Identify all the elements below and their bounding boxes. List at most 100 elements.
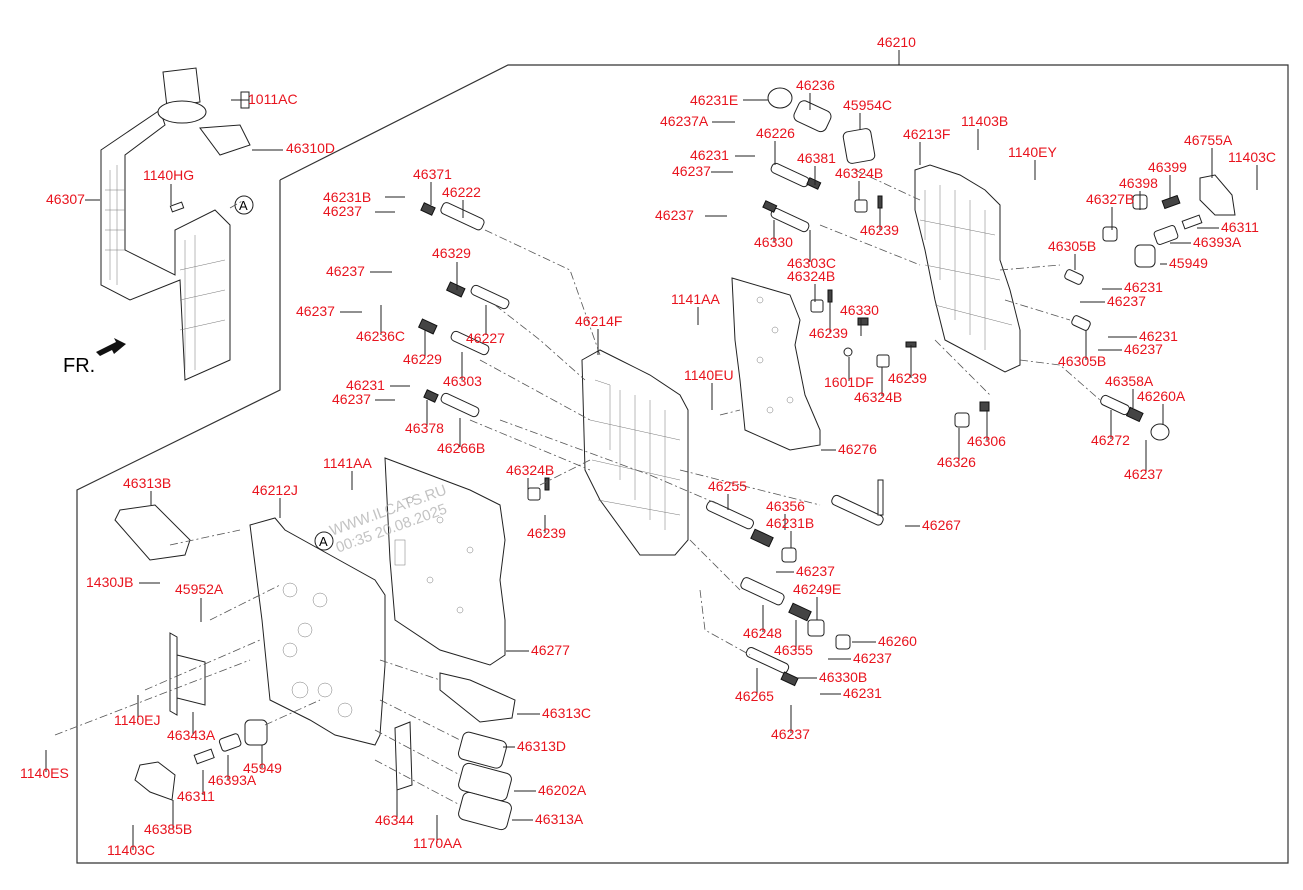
part-label-45954c[interactable]: 45954C xyxy=(843,97,892,113)
part-label-1170aa[interactable]: 1170AA xyxy=(413,835,462,851)
part-label-46313a[interactable]: 46313A xyxy=(535,811,584,827)
part-label-46310d[interactable]: 46310D xyxy=(286,140,335,156)
part-label-11403b[interactable]: 11403B xyxy=(961,113,1008,129)
part-label-46324b[interactable]: 46324B xyxy=(787,268,835,284)
part-label-46330[interactable]: 46330 xyxy=(754,234,793,250)
part-label-46231b[interactable]: 46231B xyxy=(766,515,814,531)
part-label-46239[interactable]: 46239 xyxy=(888,370,927,386)
part-label-46313d[interactable]: 46313D xyxy=(517,738,566,754)
part-label-46229[interactable]: 46229 xyxy=(403,351,442,367)
part-label-46222[interactable]: 46222 xyxy=(442,184,481,200)
part-label-11403c[interactable]: 11403C xyxy=(107,842,155,858)
part-label-46237[interactable]: 46237 xyxy=(323,203,362,219)
part-label-46267[interactable]: 46267 xyxy=(922,517,961,533)
part-label-46237[interactable]: 46237 xyxy=(1107,293,1146,309)
part-label-46393a[interactable]: 46393A xyxy=(208,772,257,788)
part-label-46330[interactable]: 46330 xyxy=(840,302,879,318)
part-label-46231[interactable]: 46231 xyxy=(346,377,385,393)
part-label-46266b[interactable]: 46266B xyxy=(437,440,485,456)
part-label-46260a[interactable]: 46260A xyxy=(1137,388,1186,404)
part-label-46260[interactable]: 46260 xyxy=(878,633,917,649)
part-label-46755a[interactable]: 46755A xyxy=(1184,132,1233,148)
part-label-46307[interactable]: 46307 xyxy=(46,191,85,207)
part-label-46313b[interactable]: 46313B xyxy=(123,475,171,491)
part-label-46239[interactable]: 46239 xyxy=(860,222,899,238)
part-label-1141aa[interactable]: 1141AA xyxy=(323,455,372,471)
part-label-46381[interactable]: 46381 xyxy=(797,150,836,166)
part-label-46276[interactable]: 46276 xyxy=(838,441,877,457)
part-label-46202a[interactable]: 46202A xyxy=(538,782,587,798)
part-label-1140hg[interactable]: 1140HG xyxy=(143,167,194,183)
part-label-46272[interactable]: 46272 xyxy=(1091,432,1130,448)
part-label-46231[interactable]: 46231 xyxy=(843,685,882,701)
part-label-46248[interactable]: 46248 xyxy=(743,625,782,641)
part-label-46236c[interactable]: 46236C xyxy=(356,328,405,344)
part-label-46385b[interactable]: 46385B xyxy=(144,821,192,837)
part-label-46226[interactable]: 46226 xyxy=(756,125,795,141)
part-label-46231[interactable]: 46231 xyxy=(1139,328,1178,344)
part-label-46313c[interactable]: 46313C xyxy=(542,705,591,721)
part-label-46227[interactable]: 46227 xyxy=(466,330,505,346)
part-label-1140ey[interactable]: 1140EY xyxy=(1008,144,1057,160)
part-label-45949[interactable]: 45949 xyxy=(243,760,282,776)
part-label-46324b[interactable]: 46324B xyxy=(854,389,902,405)
part-label-46327b[interactable]: 46327B xyxy=(1086,191,1134,207)
part-label-46236[interactable]: 46236 xyxy=(796,77,835,93)
part-label-46326[interactable]: 46326 xyxy=(937,454,976,470)
part-label-11403c[interactable]: 11403C xyxy=(1228,149,1276,165)
part-label-46237[interactable]: 46237 xyxy=(796,563,835,579)
part-label-46231[interactable]: 46231 xyxy=(1124,279,1163,295)
part-label-46344[interactable]: 46344 xyxy=(375,812,414,828)
part-label-46277[interactable]: 46277 xyxy=(531,642,570,658)
part-label-46237[interactable]: 46237 xyxy=(672,163,711,179)
part-label-46237[interactable]: 46237 xyxy=(332,391,371,407)
part-label-45949[interactable]: 45949 xyxy=(1169,255,1208,271)
part-label-46255[interactable]: 46255 xyxy=(708,478,747,494)
part-label-46303c[interactable]: 46303C xyxy=(787,255,836,271)
part-label-46378[interactable]: 46378 xyxy=(405,420,444,436)
part-label-46358a[interactable]: 46358A xyxy=(1105,373,1154,389)
part-label-46231e[interactable]: 46231E xyxy=(690,92,738,108)
part-label-46237a[interactable]: 46237A xyxy=(660,113,709,129)
part-label-46212j[interactable]: 46212J xyxy=(252,482,298,498)
part-label-46231[interactable]: 46231 xyxy=(690,147,729,163)
part-label-46249e[interactable]: 46249E xyxy=(793,581,841,597)
part-label-46356[interactable]: 46356 xyxy=(766,498,805,514)
part-label-46214f[interactable]: 46214F xyxy=(575,313,622,329)
part-label-46239[interactable]: 46239 xyxy=(809,325,848,341)
part-label-46239[interactable]: 46239 xyxy=(527,525,566,541)
part-label-1601df[interactable]: 1601DF xyxy=(824,374,874,390)
part-label-46306[interactable]: 46306 xyxy=(967,433,1006,449)
part-label-46311[interactable]: 46311 xyxy=(177,788,215,804)
part-label-1140ej[interactable]: 1140EJ xyxy=(114,712,160,728)
part-label-46265[interactable]: 46265 xyxy=(735,688,774,704)
part-label-1140es[interactable]: 1140ES xyxy=(20,765,69,781)
part-label-1430jb[interactable]: 1430JB xyxy=(86,574,133,590)
part-label-46355[interactable]: 46355 xyxy=(774,642,813,658)
part-label-1011ac[interactable]: 1011AC xyxy=(248,91,298,107)
part-label-46343a[interactable]: 46343A xyxy=(167,727,216,743)
part-label-46324b[interactable]: 46324B xyxy=(835,165,883,181)
part-label-1141aa[interactable]: 1141AA xyxy=(671,291,720,307)
part-label-46305b[interactable]: 46305B xyxy=(1058,353,1106,369)
part-label-1140eu[interactable]: 1140EU xyxy=(684,367,734,383)
part-label-46329[interactable]: 46329 xyxy=(432,245,471,261)
part-label-46305b[interactable]: 46305B xyxy=(1048,238,1096,254)
part-label-46330b[interactable]: 46330B xyxy=(819,669,867,685)
part-label-46324b[interactable]: 46324B xyxy=(506,462,554,478)
part-label-46237[interactable]: 46237 xyxy=(771,726,810,742)
part-label-46237[interactable]: 46237 xyxy=(296,303,335,319)
part-label-46237[interactable]: 46237 xyxy=(1124,466,1163,482)
part-label-46237[interactable]: 46237 xyxy=(655,207,694,223)
part-label-46237[interactable]: 46237 xyxy=(1124,341,1163,357)
part-label-46399[interactable]: 46399 xyxy=(1148,159,1187,175)
part-label-46213f[interactable]: 46213F xyxy=(903,126,950,142)
part-label-46237[interactable]: 46237 xyxy=(853,650,892,666)
part-label-46371[interactable]: 46371 xyxy=(413,166,452,182)
part-label-46311[interactable]: 46311 xyxy=(1221,219,1259,235)
part-label-46231b[interactable]: 46231B xyxy=(323,189,371,205)
part-label-46398[interactable]: 46398 xyxy=(1119,175,1158,191)
part-label-46303[interactable]: 46303 xyxy=(443,373,482,389)
part-label-45952a[interactable]: 45952A xyxy=(175,581,224,597)
part-label-46393a[interactable]: 46393A xyxy=(1193,234,1242,250)
